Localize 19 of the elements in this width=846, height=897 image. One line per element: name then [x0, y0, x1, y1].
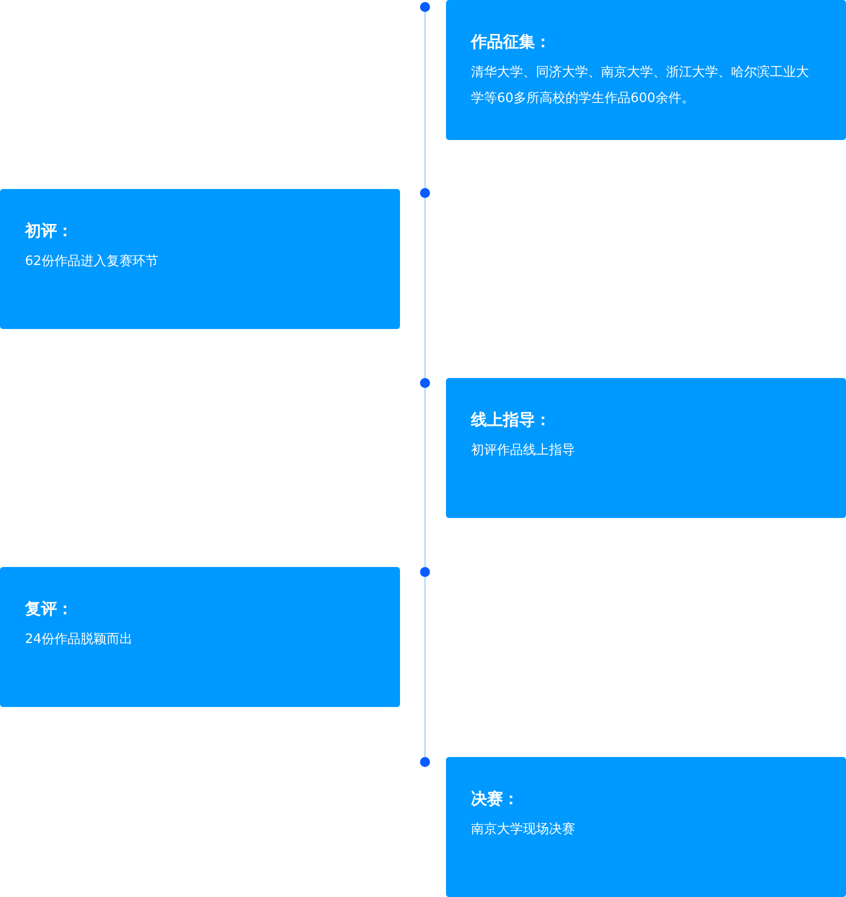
timeline-line: [424, 388, 426, 567]
stage-description: 24份作品脱颖而出: [25, 631, 134, 649]
timeline-line: [424, 12, 426, 188]
stage-card: [446, 378, 846, 518]
stage-card: [0, 567, 400, 707]
timeline-line: [424, 577, 426, 757]
stage-title: 初评：: [25, 220, 74, 242]
stage-card: [446, 757, 846, 897]
stage-card: [0, 189, 400, 329]
timeline-line: [424, 198, 426, 378]
stage-title: 复评：: [25, 598, 74, 620]
stage-title: 线上指导：: [471, 409, 552, 431]
stage-card: [446, 0, 846, 140]
stage-description: 62份作品进入复赛环节: [25, 253, 160, 271]
stage-title: 作品征集：: [471, 31, 552, 53]
stage-description: 初评作品线上指导: [471, 442, 576, 460]
stage-description: 南京大学现场决赛: [471, 821, 576, 839]
stage-description: 清华大学、同济大学、南京大学、浙江大学、哈尔滨工业大学等60多所高校的学生作品600余件。: [471, 64, 810, 108]
stage-title: 决赛：: [471, 788, 520, 810]
